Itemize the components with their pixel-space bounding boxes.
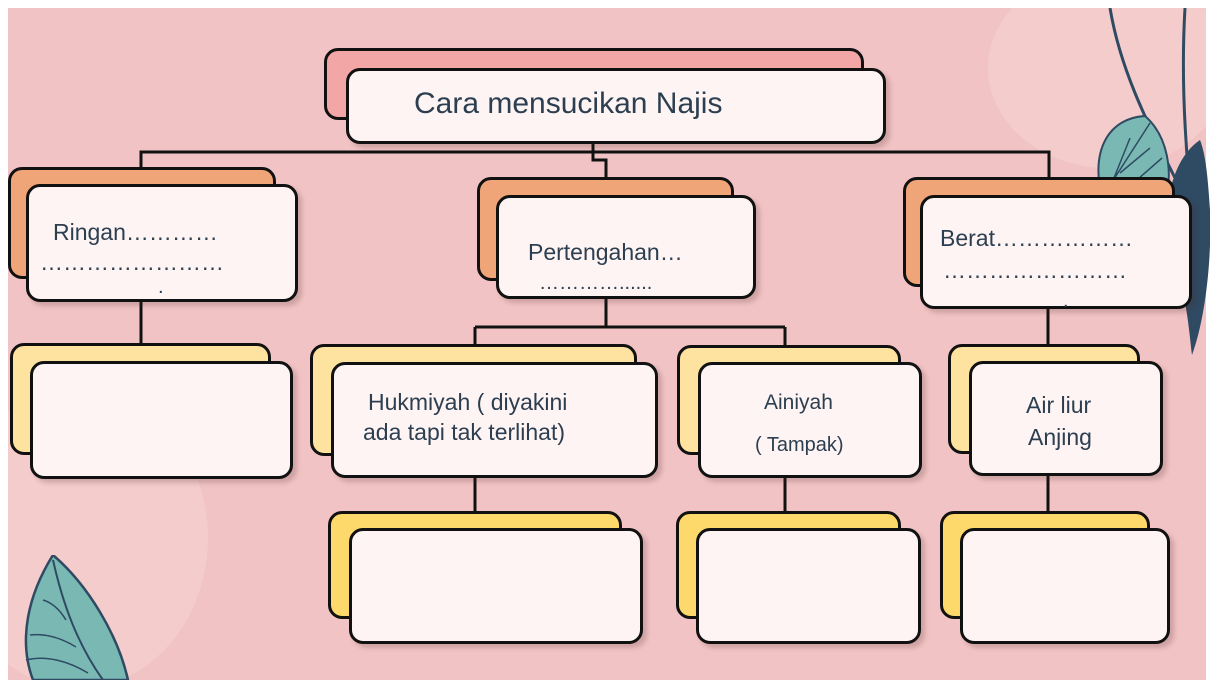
answer-card-air-liur [940, 511, 1170, 644]
subtype-label-air-liur: Air liur [1026, 392, 1092, 418]
subtype-card-ainiyah: Ainiyah ( Tampak) [677, 345, 922, 478]
answer-card-ainiyah [676, 511, 921, 644]
title-card: Cara mensucikan Najis [324, 48, 886, 146]
diagram-title: Cara mensucikan Najis [414, 87, 723, 120]
card-front [331, 362, 658, 478]
subtype-card-air-liur: Air liur Anjing [948, 344, 1163, 476]
category-dot-berat: . [1063, 290, 1069, 312]
subtype-desc-ainiyah: ( Tampak) [755, 434, 844, 456]
leaf-bottom-left-icon [24, 555, 130, 680]
category-dot-ringan: . [158, 276, 164, 298]
subtype-desc-air-liur: Anjing [1028, 424, 1092, 450]
card-front [30, 361, 293, 479]
subtype-label-ainiyah: Ainiyah [764, 391, 833, 414]
title-card-front [346, 68, 886, 144]
card-front [496, 195, 756, 299]
card-front [349, 528, 643, 644]
category-blank-ringan: …………………… [40, 249, 224, 275]
card-front [26, 184, 298, 302]
category-label-pertengahan: Pertengahan… [528, 239, 683, 265]
subtype-card-ringan [10, 343, 293, 479]
category-card-pertengahan: Pertengahan… …………...... [477, 177, 756, 299]
category-label-ringan: Ringan………… [53, 219, 218, 245]
category-blank-pertengahan: …………...... [539, 272, 653, 294]
card-front [960, 528, 1170, 644]
category-card-ringan: Ringan………… …………………… . [8, 167, 298, 302]
category-card-berat: Berat……………… …………………… . [903, 177, 1195, 312]
card-front [698, 362, 922, 478]
card-front [696, 528, 921, 644]
card-front [920, 195, 1192, 309]
subtype-card-hukmiyah: Hukmiyah ( diyakini ada tapi tak terliha… [310, 344, 658, 478]
card-front [969, 361, 1163, 476]
subtype-label-hukmiyah: Hukmiyah ( diyakini [368, 389, 568, 415]
category-label-berat: Berat……………… [940, 225, 1133, 251]
subtype-desc-hukmiyah: ada tapi tak terlihat) [363, 419, 566, 445]
category-blank-berat: …………………… [943, 257, 1127, 283]
answer-card-hukmiyah [328, 511, 643, 644]
